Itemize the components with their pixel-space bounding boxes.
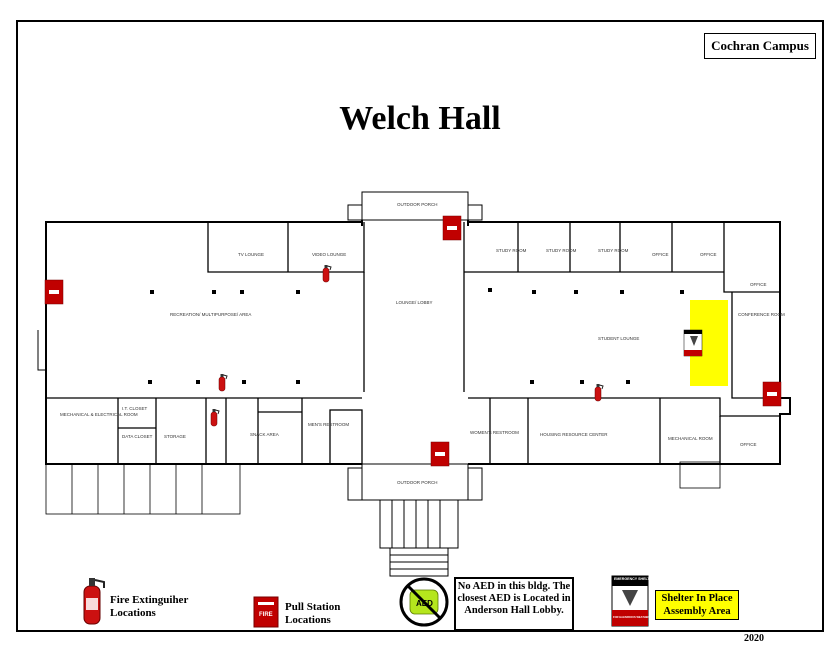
svg-text:DATA CLOSET: DATA CLOSET <box>122 434 153 439</box>
svg-text:OFFICE: OFFICE <box>750 282 767 287</box>
shelter-sign-icon: EMERGENCY SHELTER FOR HAZARDOUS WEATHER … <box>611 575 667 627</box>
fire-extinguisher-markers <box>210 264 604 427</box>
svg-text:TV LOUNGE: TV LOUNGE <box>238 252 264 257</box>
svg-text:OUTDOOR PORCH: OUTDOOR PORCH <box>397 202 438 207</box>
svg-text:RECREATION/ MULTIPURPOSE/ AREA: RECREATION/ MULTIPURPOSE/ AREA <box>170 312 251 317</box>
south-porch <box>347 463 483 577</box>
aed-icon: AED <box>399 577 449 627</box>
map-frame <box>16 20 824 632</box>
svg-text:OFFICE: OFFICE <box>740 442 757 447</box>
fire-extinguisher-legend-label: Fire Extinguiher Locations <box>110 594 189 619</box>
room-labels: OUTDOOR PORCH OUTDOOR PORCH TV LOUNGE VI… <box>60 202 785 485</box>
shelter-assembly-label: Shelter In Place Assembly Area <box>655 590 739 620</box>
svg-text:WOMEN'S RESTROOM: WOMEN'S RESTROOM <box>470 430 519 435</box>
patio <box>45 461 721 515</box>
svg-text:FOR HAZARDOUS WEATHER CONDITIO: FOR HAZARDOUS WEATHER CONDITIONS <box>613 615 667 619</box>
interior-walls <box>46 222 780 465</box>
svg-text:STUDY ROOM: STUDY ROOM <box>496 248 527 253</box>
shelter-sign-on-plan <box>683 329 703 357</box>
svg-text:LOUNGE/ LOBBY: LOUNGE/ LOBBY <box>396 300 433 305</box>
fire-extinguisher-icon <box>83 578 105 625</box>
svg-text:VIDEO LOUNGE: VIDEO LOUNGE <box>312 252 346 257</box>
svg-text:OFFICE: OFFICE <box>700 252 717 257</box>
building-walls <box>37 220 791 465</box>
building-title: Welch Hall <box>339 100 501 137</box>
pull-station-icon: FIRE <box>253 596 279 628</box>
svg-text:HOUSING RESOURCE CENTER: HOUSING RESOURCE CENTER <box>540 432 608 437</box>
aed-note: No AED in this bldg. The closest AED is … <box>454 577 574 631</box>
svg-text:SNACK AREA: SNACK AREA <box>250 432 279 437</box>
year-label: 2020 <box>744 633 764 644</box>
svg-text:STORAGE: STORAGE <box>164 434 186 439</box>
north-porch <box>347 191 483 221</box>
svg-text:STUDY ROOM: STUDY ROOM <box>546 248 577 253</box>
svg-text:MECHANICAL ROOM: MECHANICAL ROOM <box>668 436 713 441</box>
columns <box>148 288 684 384</box>
svg-text:OFFICE: OFFICE <box>652 252 669 257</box>
svg-text:STUDY ROOM: STUDY ROOM <box>598 248 629 253</box>
pull-station-legend-label: Pull Station Locations <box>285 601 341 626</box>
svg-text:EMERGENCY SHELTER: EMERGENCY SHELTER <box>614 577 655 581</box>
campus-label: Cochran Campus <box>704 33 816 59</box>
svg-text:CONFERENCE ROOM: CONFERENCE ROOM <box>738 312 785 317</box>
svg-text:MEN'S RESTROOM: MEN'S RESTROOM <box>308 422 349 427</box>
svg-text:I.T. CLOSET: I.T. CLOSET <box>122 406 148 411</box>
svg-text:OUTDOOR PORCH: OUTDOOR PORCH <box>397 480 438 485</box>
svg-text:MECHANICAL & ELECTRICAL ROOM: MECHANICAL & ELECTRICAL ROOM <box>60 412 138 417</box>
svg-text:FIRE: FIRE <box>259 612 273 618</box>
windows <box>80 221 756 465</box>
svg-text:STUDENT LOUNGE: STUDENT LOUNGE <box>598 336 639 341</box>
